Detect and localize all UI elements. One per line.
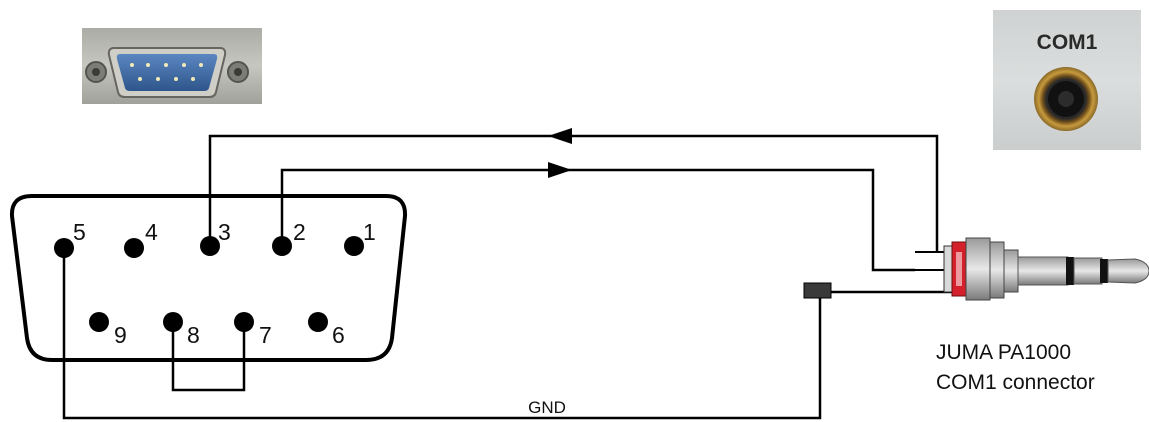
wire-gnd [62,248,822,420]
wire-pin8-pin7-loopback [171,322,246,392]
pin-label: 9 [114,322,127,348]
caption-line-connector: COM1 connector [936,371,1095,394]
pin-label: 2 [293,219,306,245]
direction-arrow-icon [548,162,572,178]
pin-label: 5 [73,219,86,245]
stereo-jack-plug-icon [915,237,1149,301]
pin-9-dot [89,312,109,332]
db9-connector-photo-icon [82,28,262,104]
pin-label: 8 [187,322,200,348]
pin-labels: 5 4 3 2 1 9 8 7 6 [73,219,376,348]
db9-connector-outline [9,194,408,362]
pin-6-dot [308,312,328,332]
pin-label: 1 [363,219,376,245]
pin-label: 4 [145,219,158,245]
db9-pins [54,236,364,332]
direction-arrow-icon [548,128,572,144]
gnd-label: GND [528,398,566,417]
pin-label: 3 [218,219,231,245]
com1-port-photo-icon: COM1 [993,10,1141,150]
pin-1-dot [344,236,364,256]
pin-label: 6 [332,322,345,348]
jack-caption: JUMA PA1000 COM1 connector [936,338,1095,398]
wire-pin2-to-jack-ring [280,168,915,272]
com1-photo-label: COM1 [1037,31,1098,54]
caption-line-model: JUMA PA1000 [936,341,1072,364]
pin-label: 7 [259,322,272,348]
ground-terminal [803,282,832,299]
pin-4-dot [124,238,144,258]
wire-pin3-to-jack-tip [208,134,939,252]
